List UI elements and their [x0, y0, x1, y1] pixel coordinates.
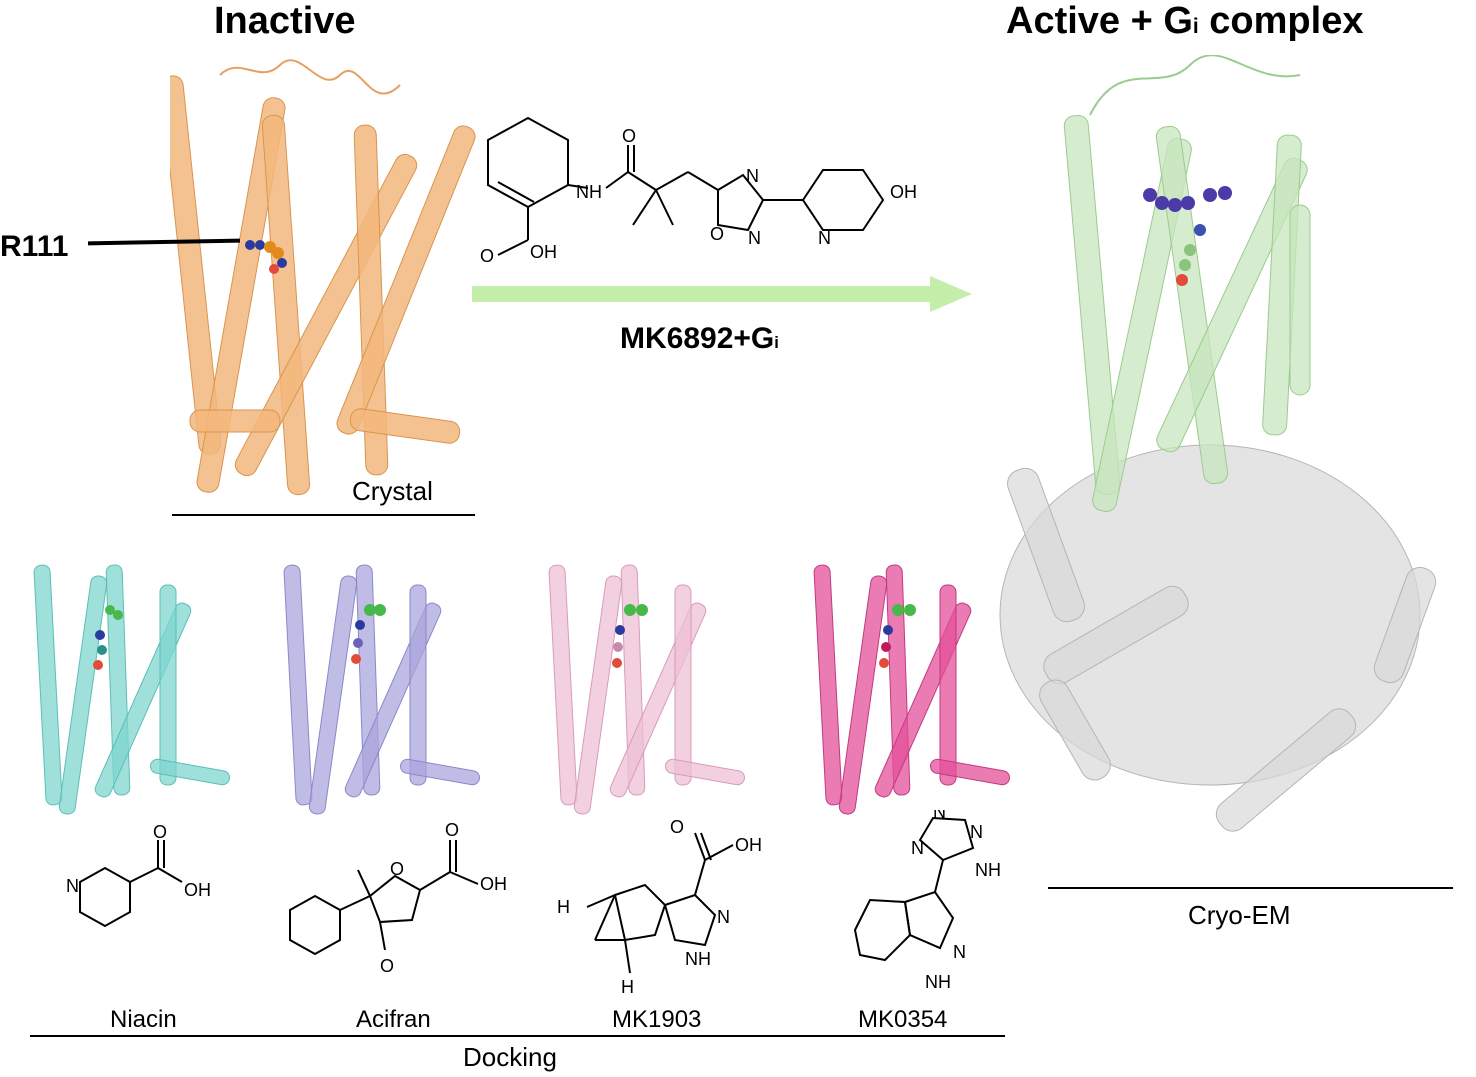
ligand-name-mk0354: MK0354 — [858, 1006, 948, 1033]
svg-text:OH: OH — [184, 880, 211, 900]
svg-text:NH: NH — [975, 860, 1001, 880]
svg-text:NH: NH — [925, 972, 951, 990]
ligand-name-mk1903: MK1903 — [612, 1006, 702, 1033]
svg-text:N: N — [933, 810, 946, 822]
mk6892-bound-spheres — [1143, 186, 1232, 286]
acifran-structure: O O OH O — [289, 820, 507, 976]
svg-text:O: O — [622, 126, 636, 146]
mk0354-bound-spheres — [879, 604, 916, 668]
svg-text:O: O — [670, 817, 684, 837]
svg-text:O: O — [480, 246, 494, 266]
inactive-title: Inactive — [214, 0, 356, 42]
niacin-bound-spheres — [93, 605, 123, 670]
svg-text:NH: NH — [576, 182, 602, 202]
acifran-bound-spheres — [351, 604, 386, 664]
docking-rule — [30, 1035, 1005, 1037]
svg-text:N: N — [911, 838, 924, 858]
active-gi-complex-structure — [999, 55, 1437, 832]
svg-text:N: N — [953, 942, 966, 962]
crystal-underline — [172, 514, 475, 516]
ligand-name-niacin: Niacin — [110, 1006, 177, 1033]
r111-residue-spheres — [245, 240, 287, 274]
mk1903-bound-spheres — [612, 604, 648, 668]
svg-text:NH: NH — [685, 949, 711, 969]
activation-arrow — [472, 276, 972, 312]
mk6892-structure: NH OH O O N O N N OH — [480, 116, 917, 266]
docking-structure-mk0354 — [813, 564, 1010, 815]
svg-text:N: N — [717, 907, 730, 927]
svg-text:N: N — [970, 822, 983, 842]
svg-text:N: N — [748, 228, 761, 248]
inactive-receptor-structure — [170, 59, 476, 496]
ligand-name-acifran: Acifran — [356, 1006, 431, 1033]
svg-text:O: O — [390, 859, 404, 879]
cryo-em-overline — [1048, 887, 1453, 889]
svg-text:OH: OH — [735, 835, 762, 855]
svg-text:H: H — [621, 977, 634, 995]
arrow-shape — [472, 276, 972, 312]
svg-text:O: O — [153, 822, 167, 842]
niacin-structure: N O OH — [66, 822, 211, 928]
svg-text:N: N — [818, 228, 831, 248]
crystal-caption: Crystal — [352, 476, 433, 506]
cryo-em-caption: Cryo-EM — [1188, 900, 1291, 930]
docking-structure-mk1903 — [548, 564, 745, 815]
docking-structure-niacin — [33, 564, 230, 815]
svg-text:N: N — [746, 166, 759, 186]
svg-text:OH: OH — [890, 182, 917, 202]
svg-text:H: H — [557, 897, 570, 917]
svg-text:OH: OH — [480, 874, 507, 894]
mk0354-structure: N N N NH N NH — [853, 810, 1001, 990]
r111-label: R111 — [0, 230, 69, 263]
docking-caption: Docking — [463, 1042, 557, 1072]
svg-text:O: O — [380, 956, 394, 976]
docking-structure-acifran — [283, 564, 480, 815]
arrow-label: MK6892+Gi — [620, 322, 779, 355]
svg-text:N: N — [66, 876, 79, 896]
svg-text:O: O — [445, 820, 459, 840]
active-complex-title: Active + Gi complex — [1006, 0, 1364, 42]
mk1903-structure: O OH N NH H H — [557, 817, 762, 995]
svg-text:O: O — [710, 224, 724, 244]
svg-text:OH: OH — [530, 242, 557, 262]
